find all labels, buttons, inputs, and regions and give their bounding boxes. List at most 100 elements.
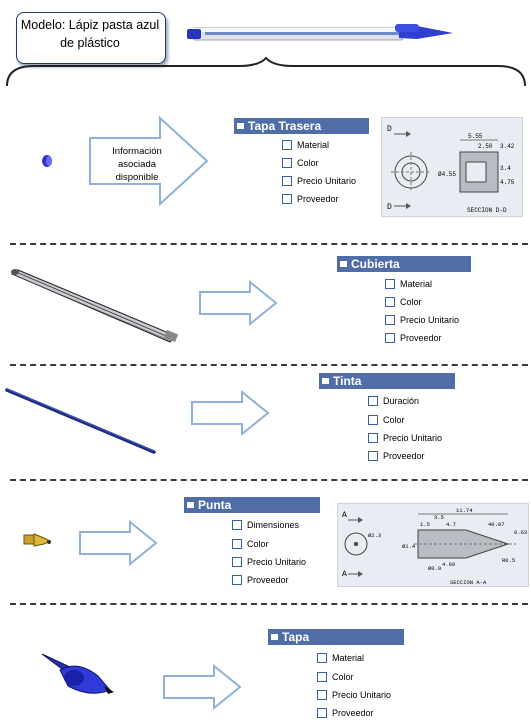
section-divider xyxy=(10,243,528,245)
part-header-cubierta: Cubierta xyxy=(337,256,471,272)
attr-item[interactable]: Material xyxy=(385,277,432,291)
drawing-label: 3.5 xyxy=(434,514,444,521)
attr-item[interactable]: Proveedor xyxy=(317,706,374,720)
checkbox-icon[interactable] xyxy=(385,297,395,307)
checkbox-icon[interactable] xyxy=(232,557,242,567)
rear-cap-icon xyxy=(42,155,52,167)
attr-item[interactable]: Proveedor xyxy=(385,331,442,345)
attr-label: Proveedor xyxy=(297,194,339,204)
attr-item[interactable]: Color xyxy=(385,295,422,309)
section-divider xyxy=(10,364,528,366)
header-bullet-icon xyxy=(187,502,194,508)
checkbox-icon[interactable] xyxy=(282,158,292,168)
checkbox-icon[interactable] xyxy=(317,653,327,663)
drawing-label: D xyxy=(387,203,392,212)
drawing-caption: SECCION A-A xyxy=(450,579,487,586)
drawing-label: 0.63 xyxy=(514,529,527,536)
arrow-icon xyxy=(191,390,270,436)
part-title: Tapa xyxy=(282,630,310,644)
attr-label: Precio Unitario xyxy=(247,557,307,567)
checkbox-icon[interactable] xyxy=(317,708,327,718)
checkbox-icon[interactable] xyxy=(385,333,395,343)
attr-item[interactable]: Duración xyxy=(368,394,419,408)
part-title: Cubierta xyxy=(351,257,400,271)
arrow-icon xyxy=(199,280,278,326)
part-title: Tapa Trasera xyxy=(248,119,322,133)
header-bullet-icon xyxy=(322,378,329,384)
checkbox-icon[interactable] xyxy=(317,672,327,682)
part-header-tapa: Tapa xyxy=(268,629,404,645)
header-bullet-icon xyxy=(340,261,347,267)
part-header-punta: Punta xyxy=(184,497,320,513)
tip-image xyxy=(23,533,52,547)
info-label: Información asociada disponible xyxy=(112,146,162,183)
drawing-label: Ø4.55 xyxy=(438,171,456,178)
checkbox-icon[interactable] xyxy=(368,415,378,425)
checkbox-icon[interactable] xyxy=(368,451,378,461)
ink-tube-image xyxy=(5,388,156,454)
attr-label: Material xyxy=(332,653,365,663)
section-divider xyxy=(10,603,528,605)
model-title: Modelo: Lápiz pasta azul de plástico xyxy=(20,18,160,50)
attr-item[interactable]: Color xyxy=(282,156,319,170)
attr-label: Precio Unitario xyxy=(383,433,443,443)
attr-item[interactable]: Precio Unitario xyxy=(385,313,459,327)
checkbox-icon[interactable] xyxy=(232,575,242,585)
attr-label: Proveedor xyxy=(400,333,442,343)
attr-item[interactable]: Color xyxy=(368,413,405,427)
drawing-label: Ø0.9 xyxy=(428,565,441,572)
checkbox-icon[interactable] xyxy=(282,194,292,204)
drawing-label: 40.07 xyxy=(488,521,505,528)
model-box xyxy=(16,12,166,64)
cap-image xyxy=(41,653,114,694)
attr-item[interactable]: Precio Unitario xyxy=(317,688,391,702)
technical-drawing-tip: A A Ø2.3 11.74 1.5 3.5 4.7 40.07 0.63 Ø1… xyxy=(337,503,529,587)
attr-label: Duración xyxy=(383,396,420,406)
attr-item[interactable]: Material xyxy=(317,651,364,665)
attr-item[interactable]: Color xyxy=(232,537,269,551)
part-header-tinta: Tinta xyxy=(319,373,455,389)
checkbox-icon[interactable] xyxy=(282,140,292,150)
drawing-label: D xyxy=(387,125,392,134)
attr-label: Color xyxy=(400,297,422,307)
checkbox-icon[interactable] xyxy=(317,690,327,700)
attr-label: Proveedor xyxy=(383,451,425,461)
arrow-icon xyxy=(79,520,158,566)
attr-label: Color xyxy=(247,539,269,549)
part-title: Punta xyxy=(198,498,232,512)
checkbox-icon[interactable] xyxy=(282,176,292,186)
barrel-image xyxy=(10,269,179,343)
attr-item[interactable]: Dimensiones xyxy=(232,518,299,532)
drawing-label: 5.55 xyxy=(468,133,483,140)
arrow-icon xyxy=(163,664,242,710)
attr-item[interactable]: Proveedor xyxy=(282,192,339,206)
header-bullet-icon xyxy=(237,123,244,129)
attr-item[interactable]: Precio Unitario xyxy=(368,431,442,445)
drawing-label: 3.4 xyxy=(500,165,511,172)
drawing-label: 4.75 xyxy=(500,179,515,186)
drawing-label: 4.60 xyxy=(442,561,455,568)
drawing-label: R0.5 xyxy=(502,557,515,564)
drawing-label: A xyxy=(342,511,347,520)
checkbox-icon[interactable] xyxy=(232,539,242,549)
attr-label: Precio Unitario xyxy=(297,176,357,186)
attr-item[interactable]: Proveedor xyxy=(232,573,289,587)
drawing-label: 11.74 xyxy=(456,507,473,514)
checkbox-icon[interactable] xyxy=(385,279,395,289)
technical-drawing-rear-cap: D D 5.55 3.42 2.50 3.4 4.75 Ø4.55 SECCIO… xyxy=(381,117,523,217)
drawing-caption: SECCION D-D xyxy=(467,207,507,214)
checkbox-icon[interactable] xyxy=(385,315,395,325)
checkbox-icon[interactable] xyxy=(232,520,242,530)
checkbox-icon[interactable] xyxy=(368,396,378,406)
model-brace xyxy=(6,56,526,87)
info-arrow xyxy=(89,116,209,206)
attr-item[interactable]: Precio Unitario xyxy=(282,174,356,188)
checkbox-icon[interactable] xyxy=(368,433,378,443)
attr-item[interactable]: Proveedor xyxy=(368,449,425,463)
drawing-label: 3.42 xyxy=(500,143,515,150)
attr-item[interactable]: Precio Unitario xyxy=(232,555,306,569)
attr-item[interactable]: Material xyxy=(282,138,329,152)
attr-item[interactable]: Color xyxy=(317,670,354,684)
drawing-label: 2.50 xyxy=(478,143,493,150)
drawing-label: 4.7 xyxy=(446,521,456,528)
